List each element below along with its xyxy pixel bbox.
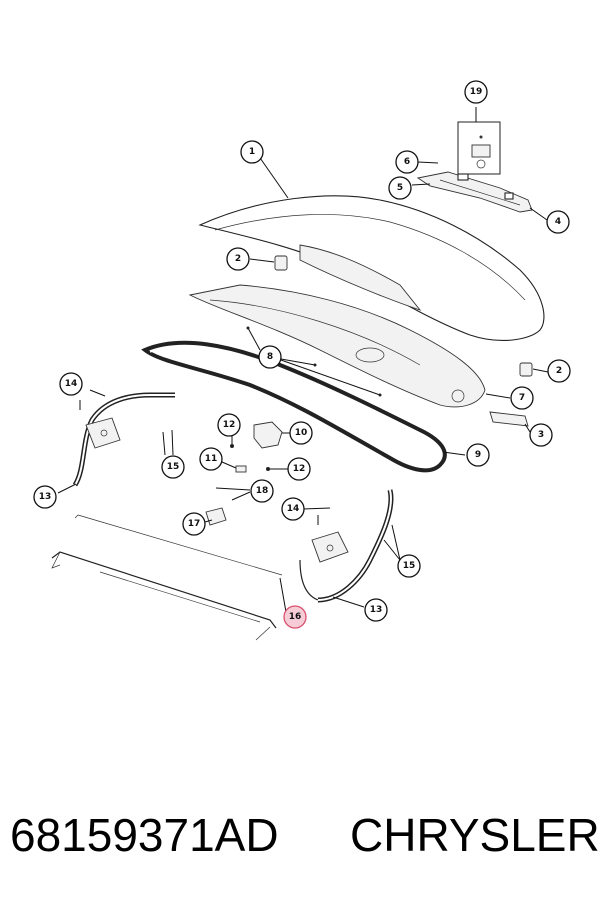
callout-17-label: 17 bbox=[188, 519, 201, 529]
callout-11-label: 11 bbox=[205, 454, 218, 464]
callout-13-right-label: 13 bbox=[370, 605, 383, 615]
callout-13-left: 13 bbox=[33, 485, 57, 509]
callout-8: 8 bbox=[258, 345, 282, 369]
callout-18: 18 bbox=[250, 479, 274, 503]
callout-9: 9 bbox=[466, 443, 490, 467]
callout-17: 17 bbox=[182, 512, 206, 536]
callout-2-left-label: 2 bbox=[235, 254, 241, 264]
callout-10: 10 bbox=[289, 421, 313, 445]
parts-diagram: 19 1 6 5 4 2 2 8 7 3 14 12 10 9 11 12 15… bbox=[33, 80, 571, 641]
callout-1: 1 bbox=[240, 140, 264, 164]
callout-7: 7 bbox=[510, 386, 534, 410]
brand-name: CHRYSLER bbox=[350, 809, 600, 861]
callout-10-label: 10 bbox=[295, 428, 308, 438]
part-number: 68159371AD bbox=[10, 809, 279, 861]
callout-4: 4 bbox=[546, 210, 570, 234]
push-pins bbox=[246, 326, 382, 397]
callout-5-label: 5 bbox=[397, 183, 403, 193]
callout-9-label: 9 bbox=[475, 450, 481, 460]
callout-16-highlighted: 16 bbox=[283, 605, 307, 629]
left-hinge bbox=[57, 389, 175, 494]
callout-13-right: 13 bbox=[364, 598, 388, 622]
callout-12-top-label: 12 bbox=[223, 420, 236, 430]
part-footer: 68159371AD CHRYSLER bbox=[0, 790, 600, 880]
callout-12-bottom-label: 12 bbox=[293, 464, 306, 474]
deck-lid-panel bbox=[198, 154, 545, 341]
callout-19: 19 bbox=[464, 80, 488, 104]
bumper-stops bbox=[249, 255, 549, 377]
callout-12-top: 12 bbox=[217, 413, 241, 437]
callout-15-right: 15 bbox=[397, 554, 421, 578]
deck-lid-inner bbox=[188, 284, 511, 408]
callout-15-right-label: 15 bbox=[403, 561, 416, 571]
callout-2-right-label: 2 bbox=[556, 366, 562, 376]
callout-14-left: 14 bbox=[59, 372, 83, 396]
callout-14-left-label: 14 bbox=[65, 379, 78, 389]
callout-15-left: 15 bbox=[161, 455, 185, 479]
right-hinge bbox=[299, 489, 401, 608]
callout-19-label: 19 bbox=[470, 87, 483, 97]
callout-6-label: 6 bbox=[404, 157, 410, 167]
callout-16-label: 16 bbox=[289, 612, 302, 622]
callout-7-label: 7 bbox=[519, 393, 525, 403]
prop-rod bbox=[51, 514, 287, 641]
callout-5: 5 bbox=[388, 176, 412, 200]
callout-3-label: 3 bbox=[538, 430, 544, 440]
callout-2-left: 2 bbox=[226, 247, 250, 271]
callout-4-label: 4 bbox=[555, 217, 561, 227]
callout-14-right: 14 bbox=[281, 497, 305, 521]
callout-11: 11 bbox=[199, 447, 223, 471]
callout-13-left-label: 13 bbox=[39, 492, 52, 502]
callout-14-right-label: 14 bbox=[287, 504, 300, 514]
callout-8-label: 8 bbox=[267, 352, 273, 362]
callout-2-right: 2 bbox=[547, 359, 571, 383]
callout-1-label: 1 bbox=[249, 147, 255, 157]
callout-12-bottom: 12 bbox=[287, 457, 311, 481]
camera-inset bbox=[457, 107, 501, 175]
callout-6: 6 bbox=[395, 150, 419, 174]
license-light-bar bbox=[411, 161, 548, 221]
emblem-strip bbox=[489, 411, 531, 433]
callout-15-left-label: 15 bbox=[167, 462, 180, 472]
callout-18-label: 18 bbox=[256, 486, 269, 496]
latch-assembly bbox=[204, 421, 290, 526]
callout-3: 3 bbox=[529, 423, 553, 447]
